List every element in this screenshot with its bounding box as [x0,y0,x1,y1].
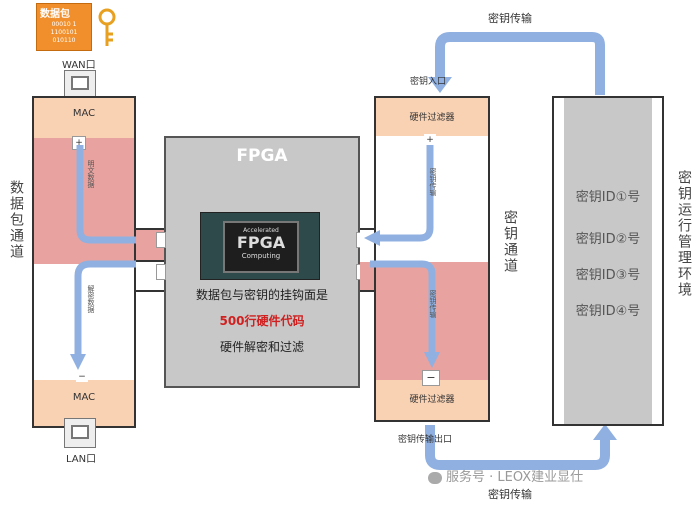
key-mgmt-title: 密钥运行管理环境 [676,170,692,298]
right-outbound-arrow [370,260,440,368]
key-id-2: 密钥ID②号 [575,232,641,247]
right-top-filter: 硬件过滤器 [376,98,488,136]
left-mac-top: MAC [34,98,134,138]
fpga-line-3: 硬件解密和过滤 [219,340,304,354]
key-id-4: 密钥ID④号 [575,304,641,319]
wan-port-icon [64,70,96,98]
fpga-port-left-1 [156,232,166,248]
right-bottom-filter: 硬件过滤器 [376,380,488,420]
fpga-port-left-2 [156,264,166,280]
right-minus-marker: − [422,370,440,386]
data-packet: 数据包 00010 1 1100101 010110 [36,3,92,51]
key-icon [98,8,116,46]
top-transfer-label: 密钥传输 [488,12,532,25]
bottom-transfer-label: 密钥传输 [488,488,532,501]
left-minus-marker: − [76,372,88,382]
right-inbound-arrow [364,145,434,246]
right-down-label-1: 密钥传输 [429,168,437,196]
right-connector-bottom [360,262,376,292]
left-down-label-2: 解密数据 [87,285,95,313]
right-down-label-2: 密钥传输 [429,290,437,318]
right-top-filter-label: 硬件过滤器 [409,113,455,123]
packet-bits-3: 010110 [52,37,76,44]
fpga-line-1: 数据包与密钥的挂钩面是 [195,288,328,302]
left-mac-bottom-label: MAC [72,392,96,403]
left-channel-title: 数据包通道 [8,180,24,260]
packet-title: 数据包 [40,9,70,20]
lan-label: LAN口 [66,454,97,465]
fpga-title: FPGA [236,146,288,166]
chip-text-2: FPGA [236,233,286,252]
key-id-1: 密钥ID①号 [575,190,641,205]
wechat-icon [428,471,442,484]
watermark-text: 服务号 · LEOX建业显仕 [446,470,584,485]
key-mgmt-inner: 密钥ID①号 密钥ID②号 密钥ID③号 密钥ID④号 [564,98,652,424]
left-down-label-1: 明文数据 [87,160,95,188]
key-out-label: 密钥传输出口 [398,435,453,445]
packet-bits-1: 00010 1 [51,21,77,28]
left-mac-top-label: MAC [72,108,96,119]
packet-bits-2: 1100101 [50,29,78,36]
key-mgmt-box: 密钥ID①号 密钥ID②号 密钥ID③号 密钥ID④号 [552,96,664,426]
chip-text-1: Accelerated [243,227,279,234]
right-bottom-filter-label: 硬件过滤器 [409,395,455,405]
key-in-label: 密钥入口 [410,77,447,87]
watermark: 服务号 · LEOX建业显仕 [428,466,583,485]
top-transfer-arrow [428,32,605,95]
wan-label: WAN口 [62,60,96,71]
bottom-transfer-arrow [425,424,617,470]
fpga-line-2: 500行硬件代码 [219,314,305,328]
left-outbound-arrow [70,260,160,370]
chip-text-3: Computing [241,252,281,260]
right-plus-marker: + [424,134,436,146]
key-channel-title: 密钥通道 [502,210,518,274]
fpga-chip-image: Accelerated FPGA Computing [200,212,320,280]
key-id-3: 密钥ID③号 [575,268,641,283]
lan-port-icon [64,418,96,448]
